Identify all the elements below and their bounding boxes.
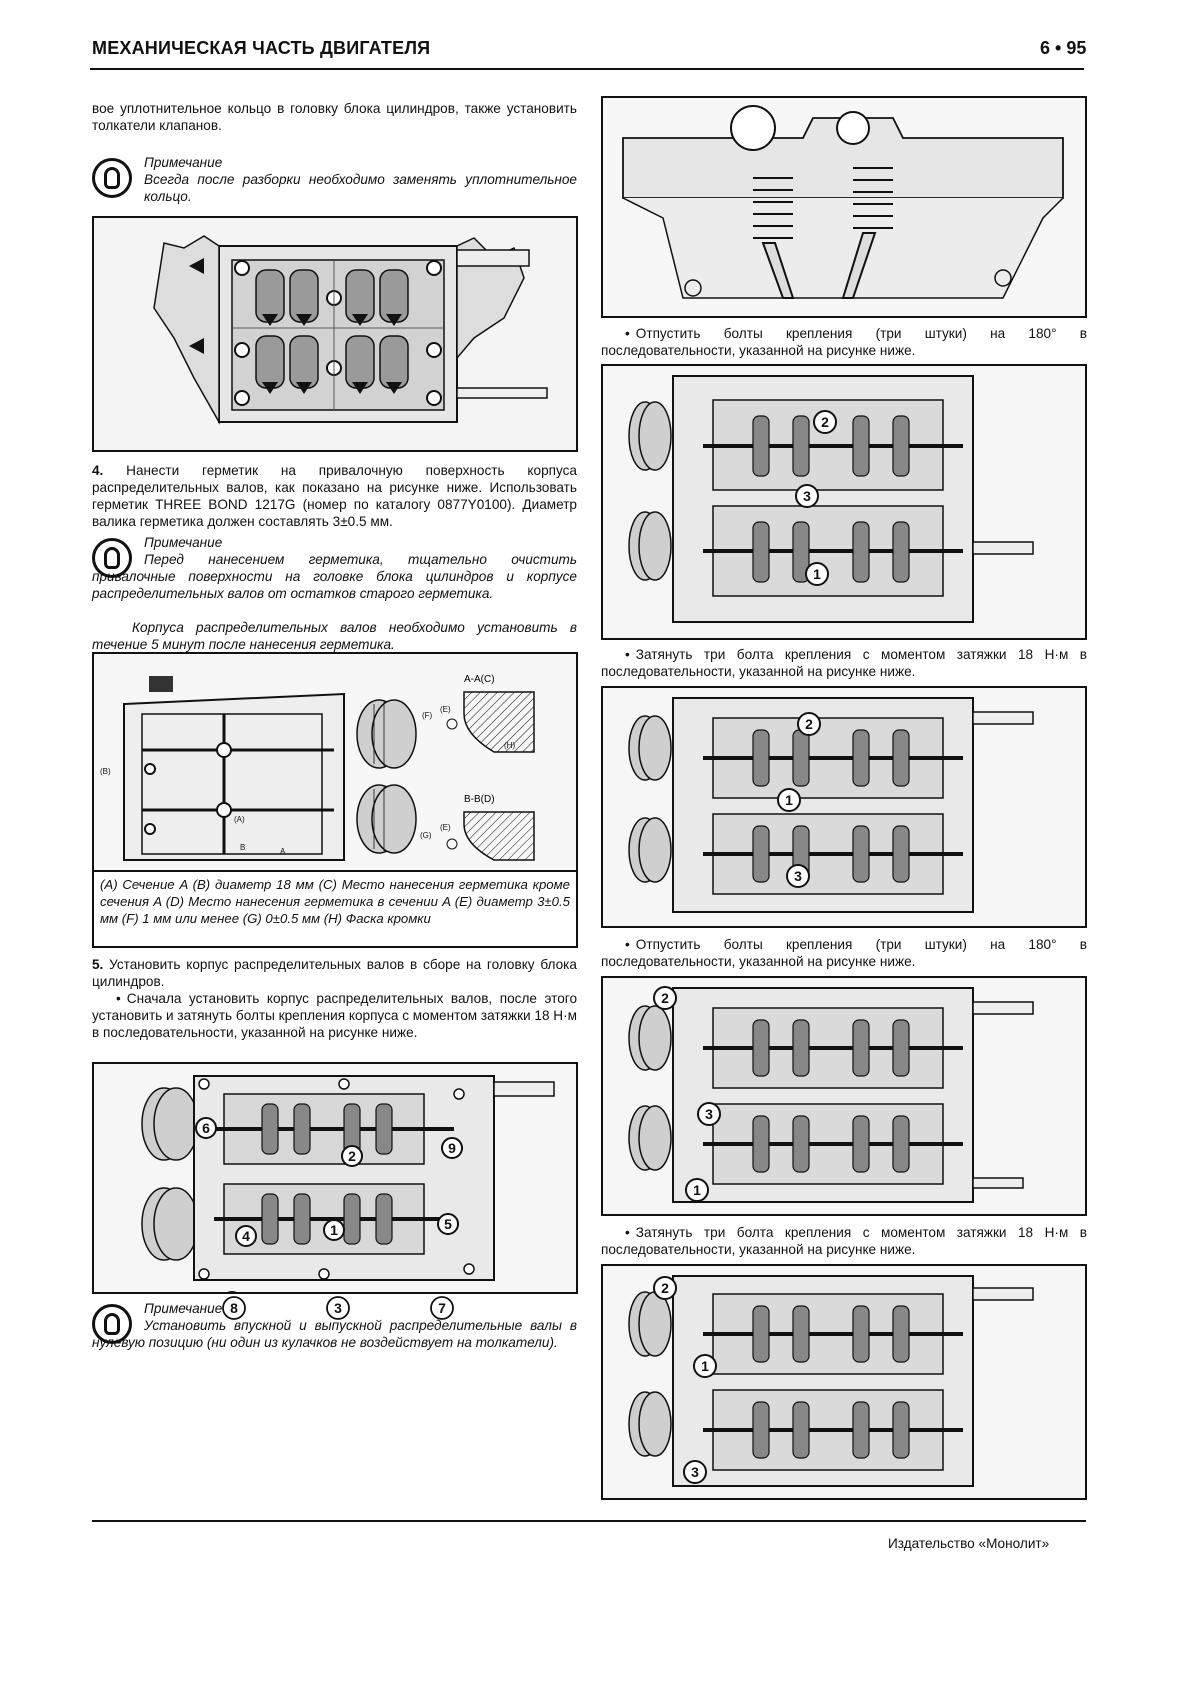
label-e-2: (E)	[440, 823, 451, 832]
bolt-sequence-drawing: 6 2 9 5 1 4	[94, 1064, 576, 1292]
sequence-number: 3	[705, 1106, 713, 1122]
note-3-text: Установить впускной и выпускной распреде…	[92, 1318, 577, 1350]
figure-2-caption: (A) Сечение A (B) диаметр 18 мм (C) Мест…	[100, 877, 570, 926]
sequence-number: 1	[813, 566, 821, 582]
sealant-drawing: A-A(C) B-B(D) (B) (A) (F) (E) (H) (G) (E…	[94, 654, 576, 870]
figure-tighten-sequence-1: 2 1 3	[601, 686, 1087, 928]
label-g: (G)	[420, 831, 432, 840]
figure-valve-springs	[601, 96, 1087, 318]
step-4-text: Нанести герметик на привалочную поверхно…	[92, 463, 577, 529]
warning-icon	[92, 1304, 132, 1344]
camcase-drawing: 2 1 3	[603, 1266, 1085, 1498]
note-3-title: Примечание	[144, 1301, 223, 1316]
right-bullet-3: Отпустить болты крепления (три штуки) на…	[601, 936, 1087, 970]
sequence-number-4: 4	[242, 1228, 250, 1244]
note-2-text-2: Корпуса распределительных валов необходи…	[92, 620, 577, 652]
sequence-number: 1	[785, 792, 793, 808]
warning-icon	[92, 538, 132, 578]
note-1-title: Примечание	[144, 155, 223, 170]
section-a-label: A-A(C)	[464, 674, 495, 685]
sequence-number-8: 8	[230, 1300, 238, 1316]
step-5-number: 5.	[92, 957, 104, 972]
sequence-number: 2	[661, 990, 669, 1006]
caption-box-border	[92, 870, 578, 948]
sequence-number: 2	[661, 1280, 669, 1296]
intro-paragraph: вое уплотнительное кольцо в головку блок…	[92, 101, 577, 133]
sequence-number-5: 5	[444, 1216, 452, 1232]
step-5-text: Установить корпус распределительных вало…	[92, 957, 577, 989]
label-section-b-mark: B	[240, 843, 245, 852]
warning-icon	[92, 158, 132, 198]
figure-cylinder-head-lifters	[92, 216, 578, 452]
figure-tighten-sequence-2: 2 1 3	[601, 1264, 1087, 1500]
publisher-credit: Издательство «Монолит»	[888, 1536, 1050, 1551]
label-h: (H)	[504, 741, 515, 750]
sequence-number: 2	[805, 716, 813, 732]
camcase-drawing: 2 1 3	[603, 688, 1085, 926]
step-4-paragraph: 4. Нанести герметик на привалочную повер…	[92, 462, 577, 530]
sequence-number-7: 7	[438, 1300, 446, 1316]
running-header-title: МЕХАНИЧЕСКАЯ ЧАСТЬ ДВИГАТЕЛЯ	[92, 38, 431, 58]
sequence-number: 3	[691, 1464, 699, 1480]
footer-rule	[92, 1520, 1086, 1522]
camcase-drawing: 2 3 1	[603, 366, 1085, 638]
figure-sealant-application: A-A(C) B-B(D) (B) (A) (F) (E) (H) (G) (E…	[92, 652, 578, 872]
sequence-number-2: 2	[348, 1148, 356, 1164]
camcase-drawing: 2 3 1	[603, 978, 1085, 1214]
step-5-bullet: Сначала установить корпус распределитель…	[92, 990, 577, 1041]
cylinder-head-drawing	[94, 218, 576, 450]
label-b: (B)	[100, 767, 111, 776]
valve-spring-drawing	[603, 98, 1085, 316]
step-5-paragraph: 5. Установить корпус распределительных в…	[92, 956, 577, 990]
sequence-number: 1	[693, 1182, 701, 1198]
note-3-sequence-overlay: 8 3 7	[222, 1296, 454, 1320]
note-1-text: Всегда после разборки необходимо заменят…	[144, 172, 577, 204]
sequence-number: 2	[821, 414, 829, 430]
note-2-title: Примечание	[144, 535, 223, 550]
note-2-text-1: Перед нанесением герметика, тщательно оч…	[92, 552, 577, 601]
header-rule	[90, 68, 1084, 70]
right-bullet-2: Затянуть три болта крепления с моментом …	[601, 646, 1087, 680]
sequence-number: 3	[803, 488, 811, 504]
section-b-label: B-B(D)	[464, 794, 495, 805]
figure-bolt-sequence-9: 6 2 9 5 1 4	[92, 1062, 578, 1294]
sequence-number-3: 3	[334, 1300, 342, 1316]
page-number: 6 • 95	[1040, 38, 1087, 58]
sequence-number-9: 9	[448, 1140, 456, 1156]
sequence-number-6: 6	[202, 1120, 210, 1136]
figure-loosen-sequence-2: 2 3 1	[601, 976, 1087, 1216]
sequence-number: 1	[701, 1358, 709, 1374]
step-4-number: 4.	[92, 463, 104, 478]
label-e-1: (E)	[440, 705, 451, 714]
figure-loosen-sequence-1: 2 3 1	[601, 364, 1087, 640]
right-bullet-1: Отпустить болты крепления (три штуки) на…	[601, 325, 1087, 359]
label-section-a-mark: A	[280, 847, 286, 856]
label-a-ref: (A)	[234, 815, 245, 824]
sequence-number: 3	[794, 868, 802, 884]
right-bullet-4: Затянуть три болта крепления с моментом …	[601, 1224, 1087, 1258]
label-f-1: (F)	[422, 711, 433, 720]
sequence-number-1: 1	[330, 1222, 338, 1238]
